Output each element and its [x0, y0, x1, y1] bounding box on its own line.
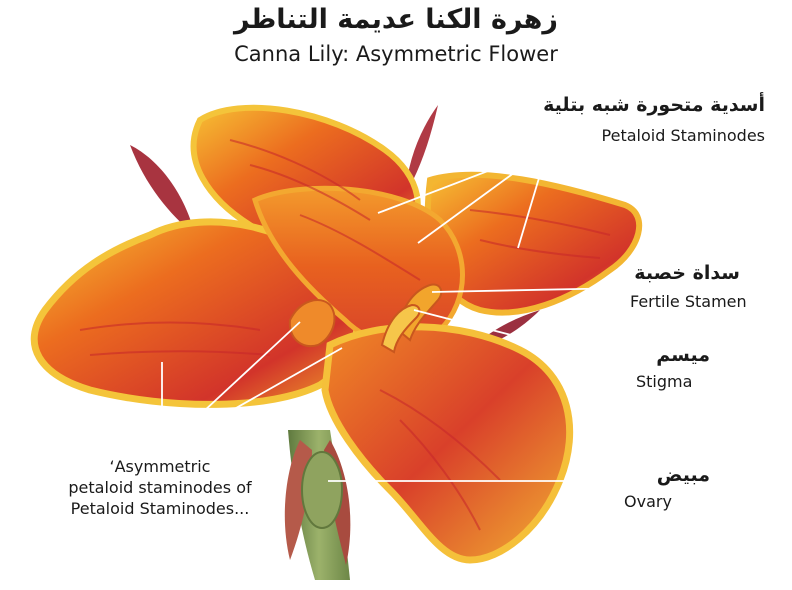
asymmetric-note-line-2: petaloid staminodes of	[55, 477, 265, 498]
label-stigma-arabic: ميسم	[580, 344, 710, 366]
asymmetric-note-line-3: Petaloid Staminodes...	[55, 498, 265, 519]
label-petaloid-staminodes-arabic: أسدية متحورة شبه بتلية	[500, 94, 765, 116]
label-ovary-english: Ovary	[624, 492, 672, 511]
ovary	[302, 452, 342, 528]
label-petaloid-staminodes-english: Petaloid Staminodes	[500, 126, 765, 145]
label-asymmetric-note: ‘Asymmetric petaloid staminodes of Petal…	[55, 456, 265, 519]
petal-lower	[325, 327, 570, 560]
asymmetric-note-line-1: ‘Asymmetric	[55, 456, 265, 477]
label-ovary-arabic: مبيض	[580, 464, 710, 486]
label-fertile-stamen-english: Fertile Stamen	[630, 292, 747, 311]
label-fertile-stamen-arabic: سداة خصبة	[590, 262, 740, 284]
label-stigma-english: Stigma	[636, 372, 692, 391]
